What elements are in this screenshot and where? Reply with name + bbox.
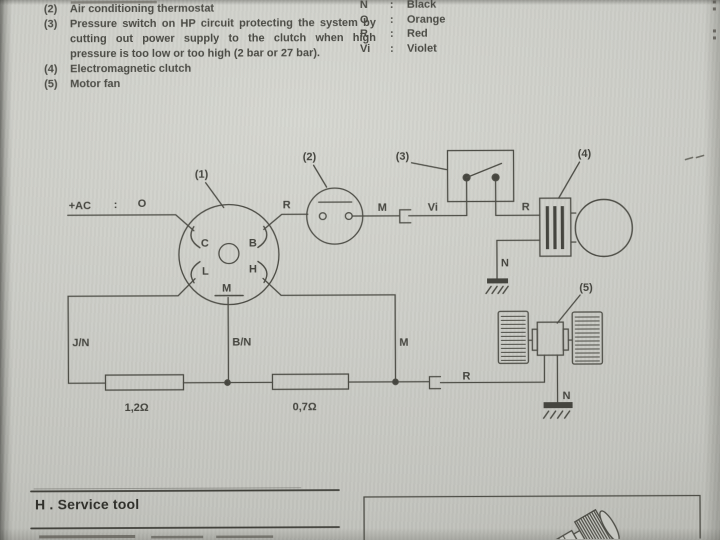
wire-label-n1: N [501, 257, 509, 269]
ground-symbol-2 [542, 402, 573, 419]
terminal-label-b: B [249, 237, 257, 249]
supply-wire-color-label: O [138, 198, 147, 210]
supply-label: +AC [69, 200, 91, 212]
wire-r-to-fan [439, 354, 546, 384]
clutch-ground-wire [496, 239, 541, 280]
component-label-4: (4) [578, 148, 592, 160]
terminal-label-l: L [202, 266, 209, 278]
pressure-switch-symbol [410, 149, 515, 203]
wire-m-down [262, 277, 397, 381]
component-label-5: (5) [579, 282, 593, 294]
supply-wire [67, 214, 195, 232]
resistor-2 [271, 373, 350, 391]
component-label-1: (1) [195, 169, 209, 181]
rotary-switch [178, 182, 280, 306]
thermostat-symbol [306, 164, 364, 245]
compressor-symbol [574, 198, 634, 258]
terminal-label-h: H [249, 263, 257, 275]
wire-label-jn: J/N [72, 337, 89, 349]
terminal-label-c: C [201, 238, 209, 250]
section-divider-top [30, 487, 340, 493]
service-tool-illustration [499, 508, 620, 540]
wire-b-to-thermostat [263, 213, 309, 231]
component-label-2: (2) [303, 151, 317, 163]
wire-label-r1: R [283, 199, 291, 211]
connector-symbol-2 [428, 375, 442, 390]
wire-label-n2: N [563, 390, 571, 402]
wire-m-vi [352, 180, 468, 224]
supply-separator: : [114, 199, 118, 211]
wire-label-m2: M [399, 337, 408, 349]
clutch-symbol [539, 161, 581, 257]
resistor-value-1: 1,2Ω [125, 402, 149, 414]
wire-label-bn: B/N [232, 336, 251, 348]
fan-motor-symbol [497, 294, 604, 403]
wire-label-m1: M [378, 202, 387, 214]
resistor-1 [104, 374, 185, 391]
connector-symbol-1 [399, 209, 412, 224]
service-tool-box [363, 494, 701, 540]
section-divider-bottom [30, 526, 340, 530]
wire-label-r3: R [462, 371, 470, 383]
terminal-label-m: M [222, 283, 231, 295]
resistor-circuit [67, 277, 546, 391]
wire-label-vi: Vi [428, 202, 438, 214]
scan-artifacts [39, 0, 716, 539]
wire-label-r2: R [522, 201, 530, 213]
component-label-3: (3) [396, 151, 410, 163]
wire-r-to-clutch [494, 180, 541, 217]
resistor-value-2: 0,7Ω [293, 401, 317, 413]
ground-symbol-1 [485, 278, 509, 295]
section-heading: H . Service tool [34, 495, 140, 513]
